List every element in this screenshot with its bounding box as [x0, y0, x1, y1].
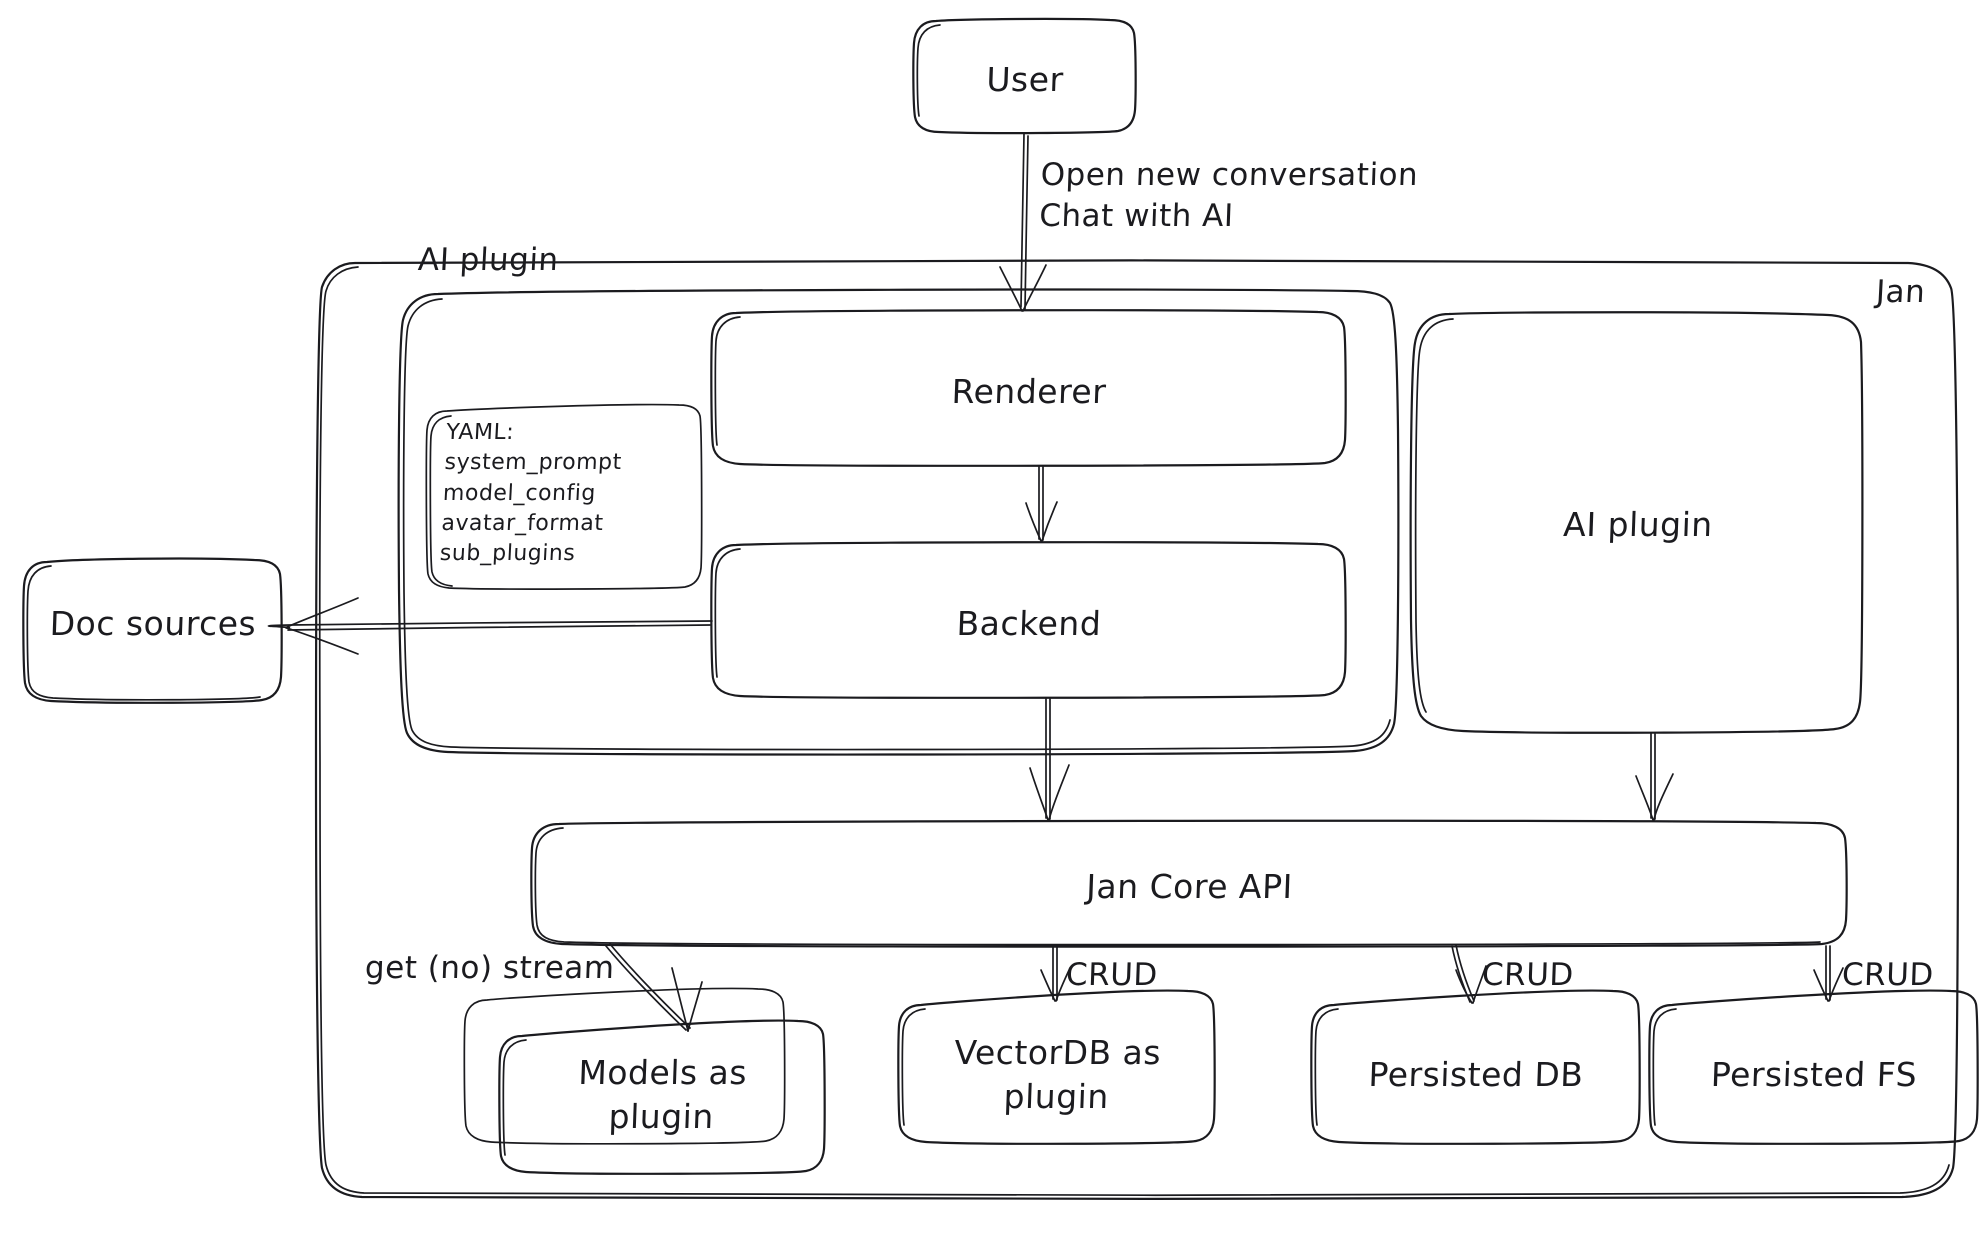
vectordb-plugin-label: VectorDB as plugin [953, 1033, 1162, 1116]
ai-plugin-box-outline [1409, 311, 1864, 734]
yaml-config-label: YAML: system_prompt model_config avatar_… [439, 420, 623, 567]
edge-ai-plugin-to-core-api [1635, 732, 1674, 821]
ai-plugin-label: AI plugin [1562, 505, 1714, 544]
edge-core-api-to-persisted-db-label: CRUD [1481, 957, 1575, 993]
persisted-fs-label: Persisted FS [1710, 1055, 1918, 1094]
yaml-box-outline [425, 403, 703, 590]
doc-sources-label: Doc sources [49, 604, 257, 643]
models-plugin-back-box-outline [463, 987, 786, 1145]
edge-user-to-renderer-label: Open new conversation Chat with AI [1038, 157, 1419, 234]
jan-core-api-label: Jan Core API [1085, 867, 1294, 906]
persisted-fs-box-outline [1648, 989, 1979, 1145]
jan-core-api-box-outline [530, 819, 1848, 948]
ai-plugin-group-outline [397, 288, 1400, 756]
edge-core-api-to-vectordb-label: CRUD [1065, 957, 1159, 993]
edge-core-api-to-models [605, 943, 703, 1032]
jan-container-label: Jan [1875, 274, 1927, 310]
edge-renderer-to-backend [1025, 465, 1058, 542]
persisted-db-box-outline [1310, 989, 1641, 1145]
edge-backend-to-doc-sources [267, 597, 713, 655]
models-plugin-label: Models as plugin [577, 1053, 748, 1136]
backend-label: Backend [956, 604, 1102, 643]
user-box-outline [912, 17, 1137, 135]
edge-core-api-to-persisted-fs [1813, 945, 1844, 1002]
renderer-box-outline [710, 309, 1347, 467]
doc-sources-box-outline [22, 557, 283, 704]
models-plugin-box-outline [498, 1019, 826, 1175]
user-label: User [985, 60, 1065, 99]
ai-plugin-group-label: AI plugin [417, 242, 560, 278]
backend-box-outline [710, 541, 1347, 699]
edge-core-api-to-vectordb [1040, 945, 1071, 1002]
jan-container-outline [314, 259, 1960, 1200]
edge-core-api-to-models-label: get (no) stream [364, 950, 616, 986]
edge-core-api-to-persisted-db [1451, 944, 1487, 1004]
persisted-db-label: Persisted DB [1367, 1055, 1585, 1094]
edge-user-to-renderer [999, 133, 1047, 312]
renderer-label: Renderer [951, 372, 1108, 411]
edge-core-api-to-persisted-fs-label: CRUD [1841, 957, 1935, 993]
vectordb-plugin-box-outline [897, 989, 1216, 1145]
edge-backend-to-core-api [1029, 697, 1070, 821]
